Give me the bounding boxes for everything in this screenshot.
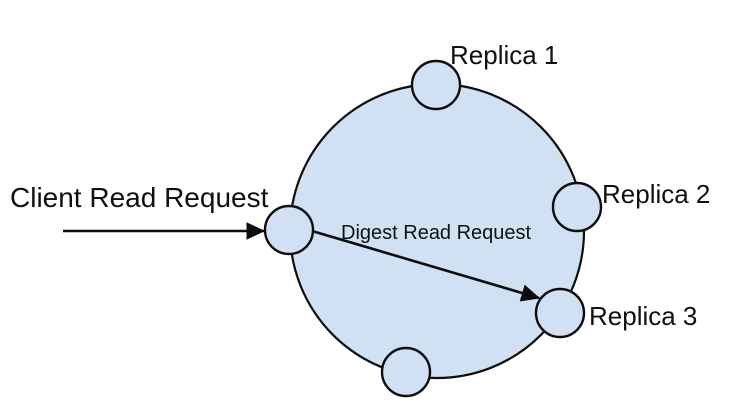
- replica-3-label: Replica 3: [589, 301, 697, 331]
- node-replica-2[interactable]: [551, 181, 603, 233]
- digest-read-request-arrow: [311, 229, 541, 302]
- node-replica-3[interactable]: [534, 287, 586, 339]
- node-bottom[interactable]: [380, 346, 432, 398]
- node-coordinator[interactable]: [263, 204, 315, 256]
- client-read-request-label: Client Read Request: [10, 182, 269, 213]
- node-replica-1[interactable]: [410, 59, 462, 111]
- digest-read-request-label: Digest Read Request: [341, 222, 532, 244]
- replica-1-label: Replica 1: [450, 40, 558, 70]
- replica-2-label: Replica 2: [602, 179, 710, 209]
